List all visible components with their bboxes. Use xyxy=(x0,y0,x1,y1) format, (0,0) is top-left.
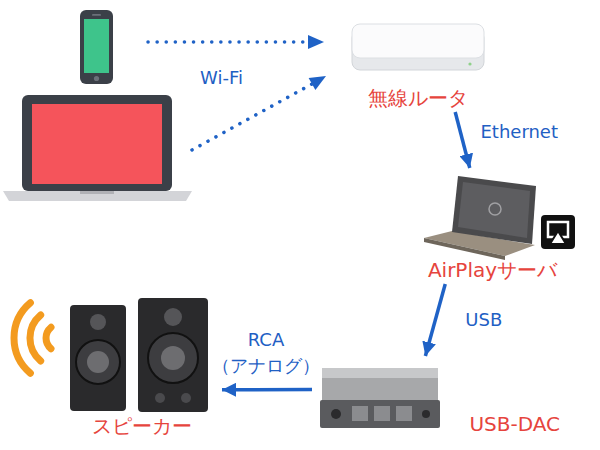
laptop-notch xyxy=(80,191,114,194)
server-lid-panel xyxy=(458,182,530,238)
airplay-ground xyxy=(541,215,575,249)
phone-screen xyxy=(84,19,109,73)
speaker-body xyxy=(70,305,126,411)
router-led xyxy=(468,62,471,65)
signal-arrow xyxy=(425,284,445,356)
dac-knob-block xyxy=(352,406,368,421)
connection-label: USB xyxy=(465,307,502,332)
dac-knob-block xyxy=(374,406,390,421)
speakers-icon xyxy=(70,298,208,412)
usb-dac-icon xyxy=(320,368,440,428)
router-icon xyxy=(352,24,484,70)
server-base-edge xyxy=(424,238,505,260)
laptop-base xyxy=(3,191,192,201)
speaker-knob xyxy=(181,393,191,403)
speaker-tweeter xyxy=(164,308,182,326)
speaker-woofer xyxy=(148,333,198,383)
device-label: 無線ルータ xyxy=(368,86,468,110)
laptop-lid xyxy=(22,95,172,191)
sound-wave xyxy=(46,327,51,348)
dac-front xyxy=(320,400,440,428)
server-lid xyxy=(452,176,536,244)
signal-arrow xyxy=(222,388,312,392)
sound-wave xyxy=(30,315,41,361)
device-node: 無線ルータ xyxy=(345,20,490,112)
device-label: スピーカー xyxy=(92,414,192,438)
connection-label: Ethernet xyxy=(480,119,558,144)
sound-waves xyxy=(14,303,51,373)
dac-knob-block xyxy=(396,406,412,421)
wifi-dotted-line xyxy=(192,84,312,150)
speaker-body xyxy=(138,298,208,412)
device-node: USB-DAC xyxy=(312,356,564,438)
signal-arrow xyxy=(455,112,470,168)
wifi-dotted-line xyxy=(148,40,308,44)
wifi-arrowhead xyxy=(309,76,326,90)
airplay-icon xyxy=(541,215,575,249)
laptop-icon xyxy=(3,95,192,201)
speaker-knob xyxy=(155,393,165,403)
device-node: AirPlayサーバ xyxy=(405,168,580,284)
phone-body xyxy=(80,10,113,84)
dac-jack xyxy=(422,410,430,418)
dac-jack xyxy=(331,409,341,419)
smartphone-icon xyxy=(80,10,113,84)
dac-top xyxy=(322,368,438,378)
router-top xyxy=(352,24,484,58)
speaker-tweeter xyxy=(90,314,106,330)
device-label: AirPlayサーバ xyxy=(428,258,557,282)
speaker-woofer xyxy=(76,340,120,384)
wifi-arrows xyxy=(148,35,326,150)
server-logo xyxy=(489,203,501,215)
laptop-screen xyxy=(32,104,162,184)
device-node: スピーカー xyxy=(62,288,222,440)
sound-wave xyxy=(14,303,30,373)
wifi-arrowhead xyxy=(308,35,324,49)
airplay-triangle xyxy=(550,231,566,244)
phone-speaker xyxy=(92,14,101,16)
speaker-cone xyxy=(87,351,109,373)
signal-label: Wi-Fi xyxy=(200,66,243,89)
server-laptop-icon xyxy=(424,176,536,260)
connection-label: RCA （アナログ） xyxy=(201,327,331,377)
speaker-cone xyxy=(161,346,185,370)
phone-button xyxy=(94,76,99,81)
device-label: USB-DAC xyxy=(469,412,560,436)
